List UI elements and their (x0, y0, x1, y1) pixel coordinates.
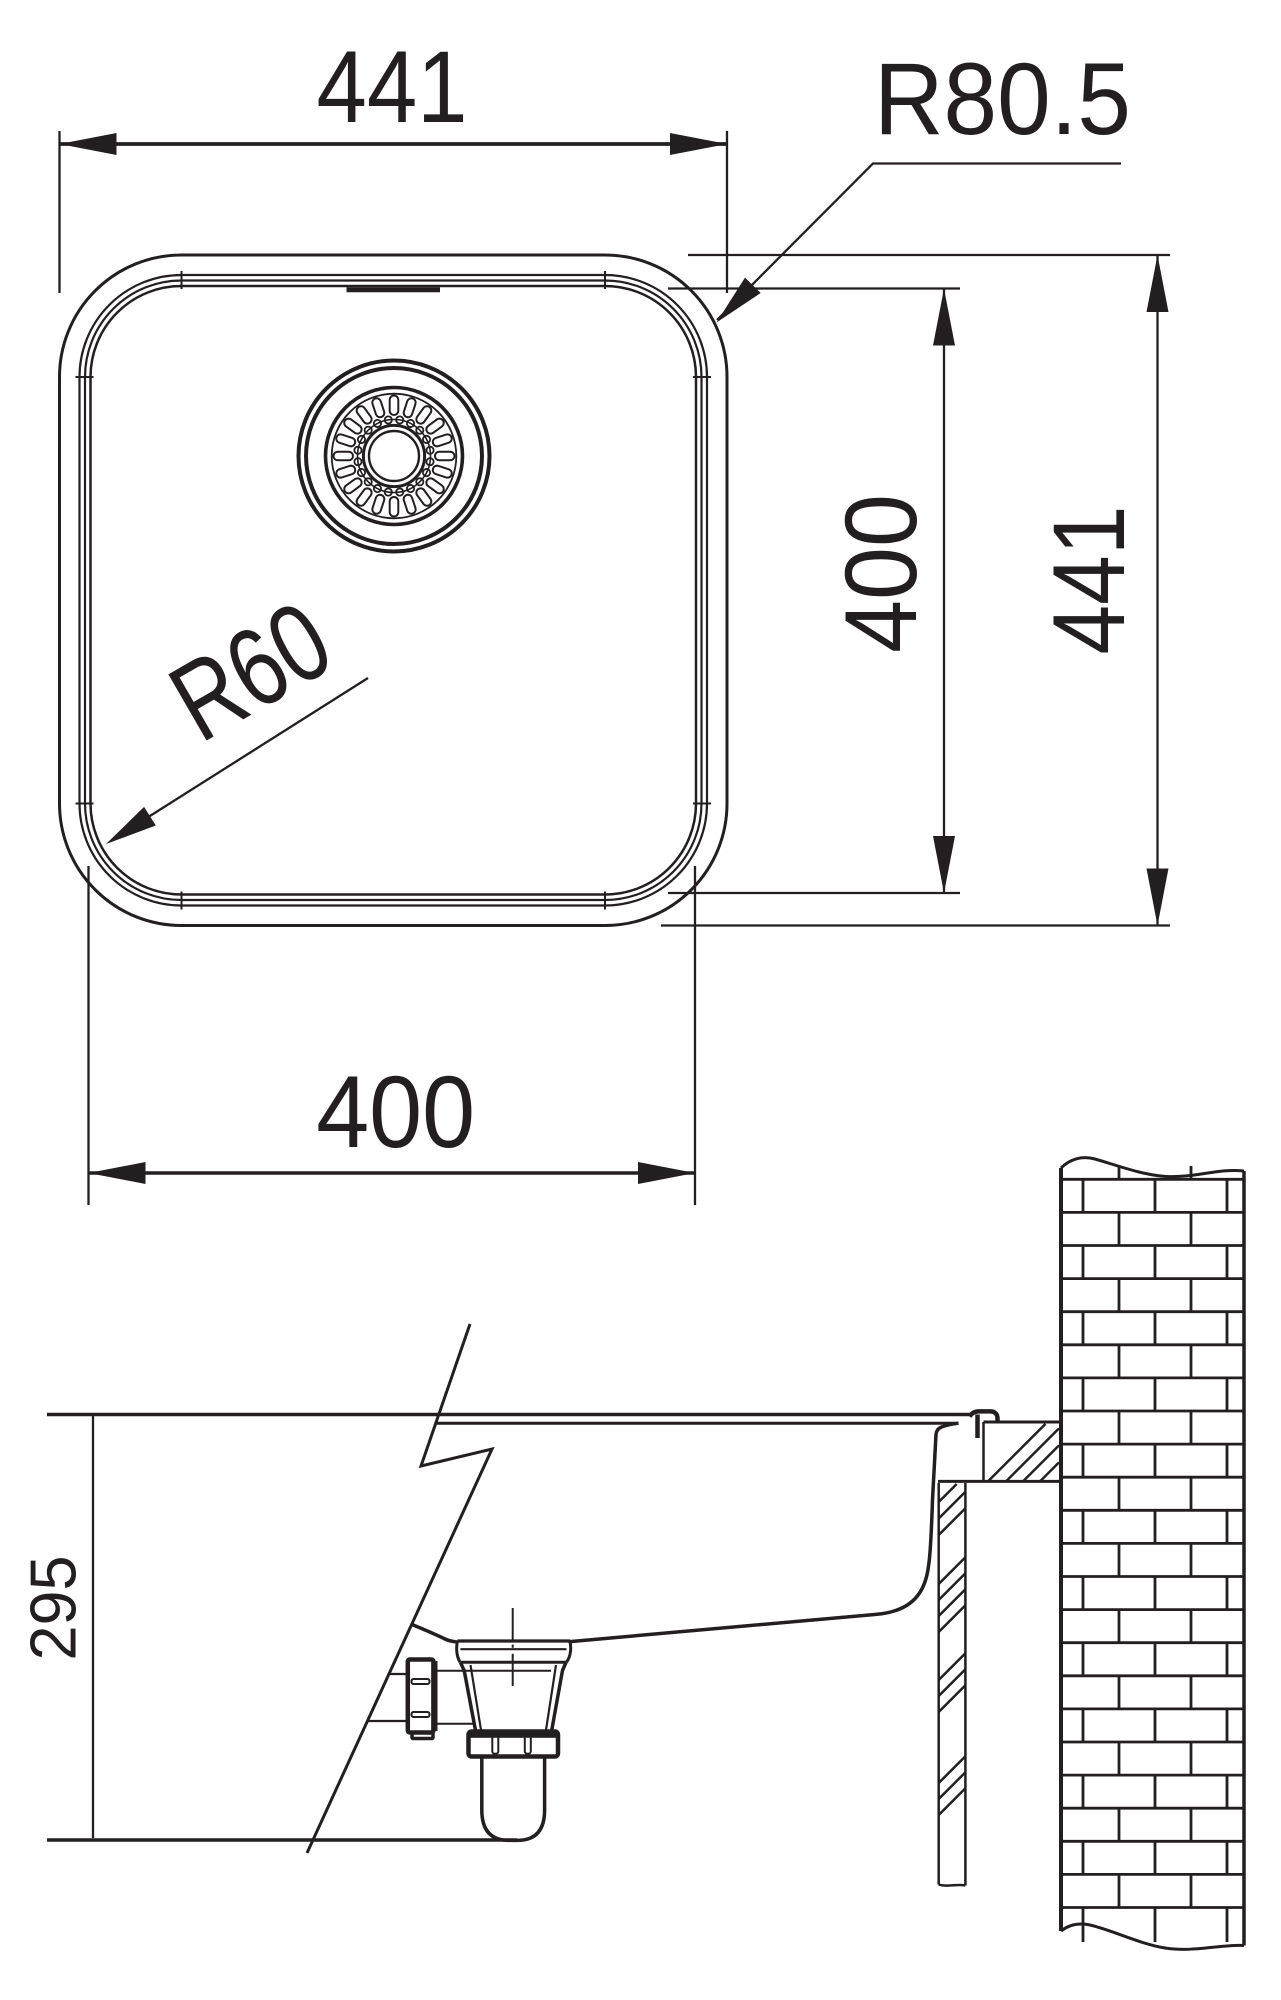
svg-text:R80.5: R80.5 (874, 42, 1131, 156)
svg-text:295: 295 (17, 1556, 90, 1661)
svg-text:441: 441 (1032, 506, 1146, 655)
svg-text:400: 400 (316, 1055, 475, 1169)
svg-text:441: 441 (317, 30, 468, 144)
svg-text:400: 400 (824, 494, 938, 653)
